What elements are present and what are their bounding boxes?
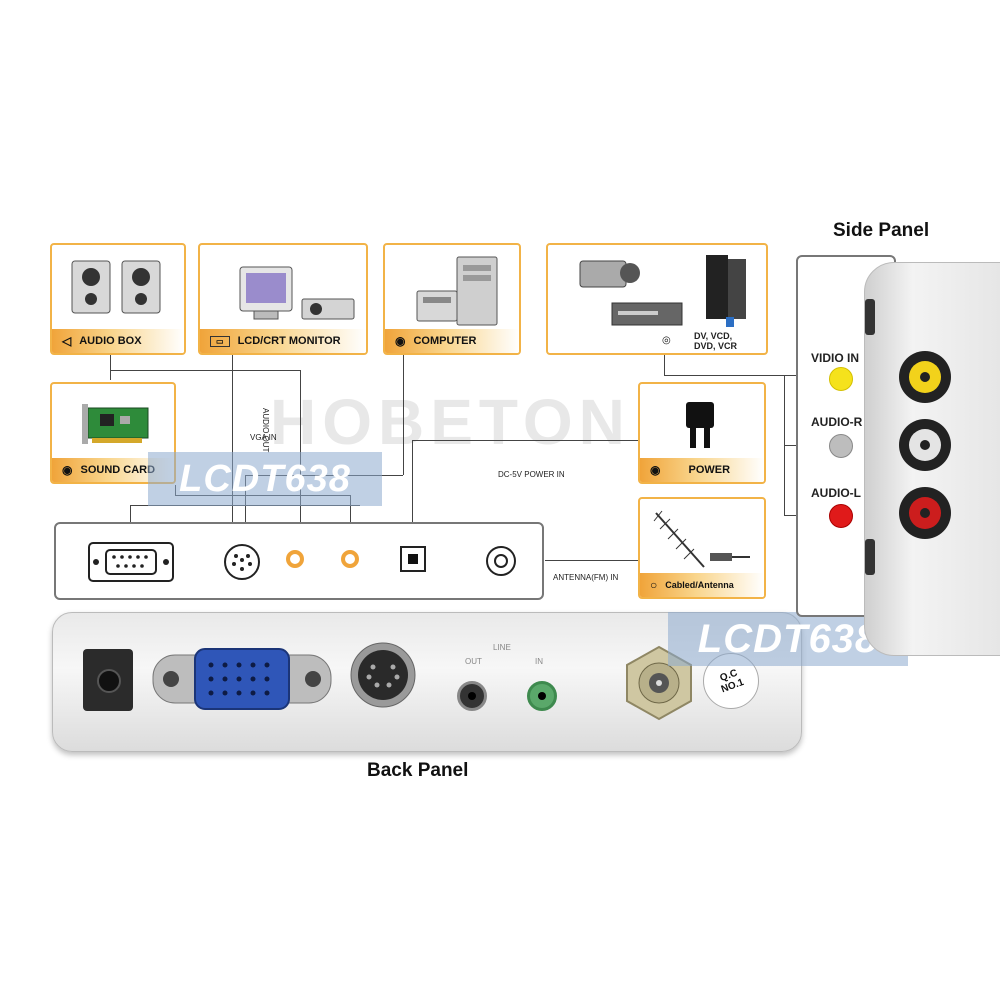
power-jack-icon: ◉	[650, 463, 661, 477]
audio-box-footer: ◁ AUDIO BOX	[52, 329, 184, 353]
side-button-top	[865, 299, 875, 335]
schematic-back-panel	[54, 522, 544, 600]
antenna-card: ○ Cabled/Antenna	[638, 497, 766, 599]
coax-icon: ○	[650, 578, 658, 592]
antenna-icon	[653, 510, 750, 568]
ps2-port-icon: ◉	[395, 334, 406, 348]
antenna-label: Cabled/Antenna	[665, 580, 734, 590]
sound-card-icon	[82, 404, 149, 444]
vga-in-label: VGA IN	[250, 433, 277, 442]
audio-box-label: AUDIO BOX	[79, 335, 142, 347]
video-in-label: VIDIO IN	[811, 351, 860, 365]
rca-jack-icon: ◎	[662, 335, 671, 346]
dc-jack	[83, 649, 133, 711]
ps2-port-icon	[224, 544, 260, 580]
watermark-1: LCDT638	[148, 452, 382, 506]
dv-card: ◎ DV, VCD, DVD, VCR	[546, 243, 768, 355]
computer-label: COMPUTER	[413, 335, 477, 347]
video-in-dot	[829, 367, 853, 391]
vga-port-icon	[88, 542, 174, 582]
monitor-label: LCD/CRT MONITOR	[237, 335, 341, 347]
speaker-icon: ◁	[62, 334, 72, 348]
vga-connector	[152, 648, 332, 710]
side-button-bottom	[865, 539, 875, 575]
computer-icon	[416, 256, 498, 326]
computer-footer: ◉ COMPUTER	[385, 329, 519, 353]
side-panel-title: Side Panel	[833, 220, 930, 241]
monitor-projector-icon	[239, 266, 355, 320]
power-footer: ◉ POWER	[640, 458, 764, 482]
monitor-footer: ▭ LCD/CRT MONITOR	[200, 329, 366, 353]
line-label: LINE	[493, 643, 511, 652]
antenna-port-icon	[486, 546, 516, 576]
vga-port-icon: ▭	[210, 335, 230, 347]
audio-l-label: AUDIO-L	[811, 486, 861, 500]
audio-out-jack	[286, 550, 304, 568]
line-in-jack	[527, 681, 557, 711]
qc-label: Q.C NO.1	[718, 667, 746, 696]
audio-r-label: AUDIO-R	[811, 415, 863, 429]
device-back-panel: LINE OUT IN Q.C NO.1	[52, 612, 802, 752]
plug-icon	[686, 402, 714, 448]
audio-r-dot	[829, 434, 853, 458]
line-in-label: IN	[535, 657, 543, 666]
ps2-connector	[350, 642, 416, 708]
rca-video-jack	[899, 351, 951, 403]
audio-l-dot	[829, 504, 853, 528]
rca-audio-l-jack	[899, 487, 951, 539]
power-card: ◉ POWER	[638, 382, 766, 484]
back-panel-title: Back Panel	[367, 760, 469, 781]
dv-footer: ◎ DV, VCD, DVD, VCR	[658, 331, 766, 353]
audio-box-card: ◁ AUDIO BOX	[50, 243, 186, 355]
line-out-jack	[457, 681, 487, 711]
monitor-card: ▭ LCD/CRT MONITOR	[198, 243, 368, 355]
rca-audio-r-jack	[899, 419, 951, 471]
speakers-icon	[71, 260, 161, 314]
antenna-footer: ○ Cabled/Antenna	[640, 573, 764, 597]
audio-out-label: AUDIO OUT	[261, 408, 270, 453]
dc-power-label: DC-5V POWER IN	[498, 470, 565, 479]
camcorder-dvd-console-icon	[579, 255, 746, 327]
antenna-in-label: ANTENNA(FM) IN	[553, 573, 619, 582]
dv-label: DV, VCD, DVD, VCR	[694, 331, 738, 351]
background-watermark: HOBETON	[270, 386, 631, 458]
audio-in-jack	[341, 550, 359, 568]
line-out-label: OUT	[465, 657, 482, 666]
computer-card: ◉ COMPUTER	[383, 243, 521, 355]
side-panel-device	[864, 262, 1000, 656]
dc-power-jack	[400, 546, 426, 572]
power-label: POWER	[688, 464, 731, 476]
sound-card-label: SOUND CARD	[80, 464, 156, 476]
jack-icon: ◉	[62, 463, 73, 477]
